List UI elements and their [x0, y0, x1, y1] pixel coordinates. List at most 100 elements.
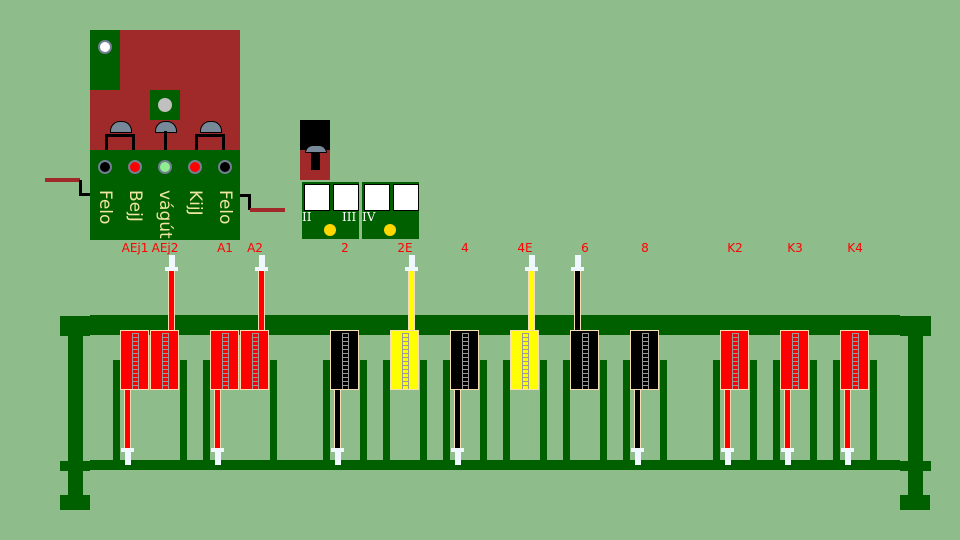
unit-rod: [214, 390, 221, 448]
frame-pillar: [870, 360, 877, 460]
unit-rod: [124, 390, 131, 448]
unit-rod: [528, 270, 535, 330]
frame-pillar: [503, 360, 510, 460]
route-label: IV: [362, 210, 376, 224]
lamp-bejj: [128, 160, 142, 174]
frame-pillar: [810, 360, 817, 460]
bulb-icon: [384, 224, 396, 236]
panel-label: Felo: [215, 190, 235, 225]
panel-label: BejJ: [125, 190, 145, 222]
unit-label: 2: [341, 241, 349, 255]
unit-label: AEj1: [121, 241, 149, 255]
unit-block-A2[interactable]: [240, 330, 269, 390]
wire: [105, 134, 135, 150]
rod-tip: [525, 267, 538, 271]
shunt-signal-lamp[interactable]: [158, 98, 172, 112]
frame-pillar: [713, 360, 720, 460]
route-button[interactable]: [304, 184, 330, 211]
frame-cap: [60, 316, 90, 336]
frame-pillar: [750, 360, 757, 460]
button-dome-icon[interactable]: [110, 121, 132, 133]
frame-pillar: [443, 360, 450, 460]
frame-pillar: [270, 360, 277, 460]
rod-tip: [409, 255, 415, 268]
unit-block-AEj2[interactable]: [150, 330, 179, 390]
chain-icon: [402, 333, 409, 389]
rod-tip: [169, 255, 175, 268]
unit-rod: [168, 270, 175, 330]
rod-tip: [785, 451, 791, 465]
frame-pillar: [420, 360, 427, 460]
route-button[interactable]: [393, 184, 419, 211]
unit-block-2[interactable]: [330, 330, 359, 390]
unit-label: K4: [847, 241, 863, 255]
button-dome-icon[interactable]: [200, 121, 222, 133]
frame-post-right: [908, 316, 923, 506]
unit-block-4[interactable]: [450, 330, 479, 390]
chain-icon: [792, 333, 799, 389]
panel-label: KijJ: [185, 190, 205, 216]
rod-tip: [781, 448, 794, 452]
wire: [240, 194, 251, 210]
chain-icon: [642, 333, 649, 389]
unit-label: 2E: [397, 241, 413, 255]
frame-cap: [60, 461, 90, 471]
rod-tip: [635, 451, 641, 465]
unit-label: 4: [461, 241, 469, 255]
lamp-vagut: [158, 160, 172, 174]
rod-tip: [259, 255, 265, 268]
chain-icon: [252, 333, 259, 389]
rod-tip: [125, 451, 131, 465]
unit-rod: [844, 390, 851, 448]
frame-pillar: [480, 360, 487, 460]
chain-icon: [732, 333, 739, 389]
frame-pillar: [563, 360, 570, 460]
unit-rod: [258, 270, 265, 330]
frame-cap: [900, 316, 931, 336]
key-stem: [311, 152, 320, 170]
unit-block-2E[interactable]: [390, 330, 419, 390]
rod-tip: [529, 255, 535, 268]
unit-label: K3: [787, 241, 803, 255]
frame-pillar: [383, 360, 390, 460]
chain-icon: [132, 333, 139, 389]
unit-block-AEj1[interactable]: [120, 330, 149, 390]
unit-label: AEj2: [151, 241, 179, 255]
unit-label: 6: [581, 241, 589, 255]
unit-label: A2: [247, 241, 263, 255]
rod-tip: [571, 267, 584, 271]
frame-pillar: [540, 360, 547, 460]
chain-icon: [852, 333, 859, 389]
panel-label: vágút: [155, 190, 175, 239]
unit-rod: [724, 390, 731, 448]
wire: [164, 131, 167, 150]
unit-block-4E[interactable]: [510, 330, 539, 390]
route-button[interactable]: [364, 184, 390, 211]
unit-label: A1: [217, 241, 233, 255]
unit-block-8[interactable]: [630, 330, 659, 390]
rod-tip: [841, 448, 854, 452]
frame-pillar: [323, 360, 330, 460]
rod-tip: [165, 267, 178, 271]
unit-block-6[interactable]: [570, 330, 599, 390]
unit-block-A1[interactable]: [210, 330, 239, 390]
unit-block-K2[interactable]: [720, 330, 749, 390]
frame-pillar: [833, 360, 840, 460]
unit-rod: [334, 390, 341, 448]
unit-block-K4[interactable]: [840, 330, 869, 390]
frame-bottom-bar: [90, 460, 900, 470]
main-signal-lamp[interactable]: [98, 40, 112, 54]
frame-foot: [60, 495, 90, 510]
rod-tip: [211, 448, 224, 452]
frame-pillar: [180, 360, 187, 460]
rod-tip: [331, 448, 344, 452]
unit-rod: [454, 390, 461, 448]
rod-tip: [455, 451, 461, 465]
lamp-kijj: [188, 160, 202, 174]
unit-block-K3[interactable]: [780, 330, 809, 390]
frame-foot: [900, 495, 930, 510]
track-line-right: [250, 208, 285, 212]
chain-icon: [222, 333, 229, 389]
lamp-felo-left: [98, 160, 112, 174]
route-button[interactable]: [333, 184, 359, 211]
